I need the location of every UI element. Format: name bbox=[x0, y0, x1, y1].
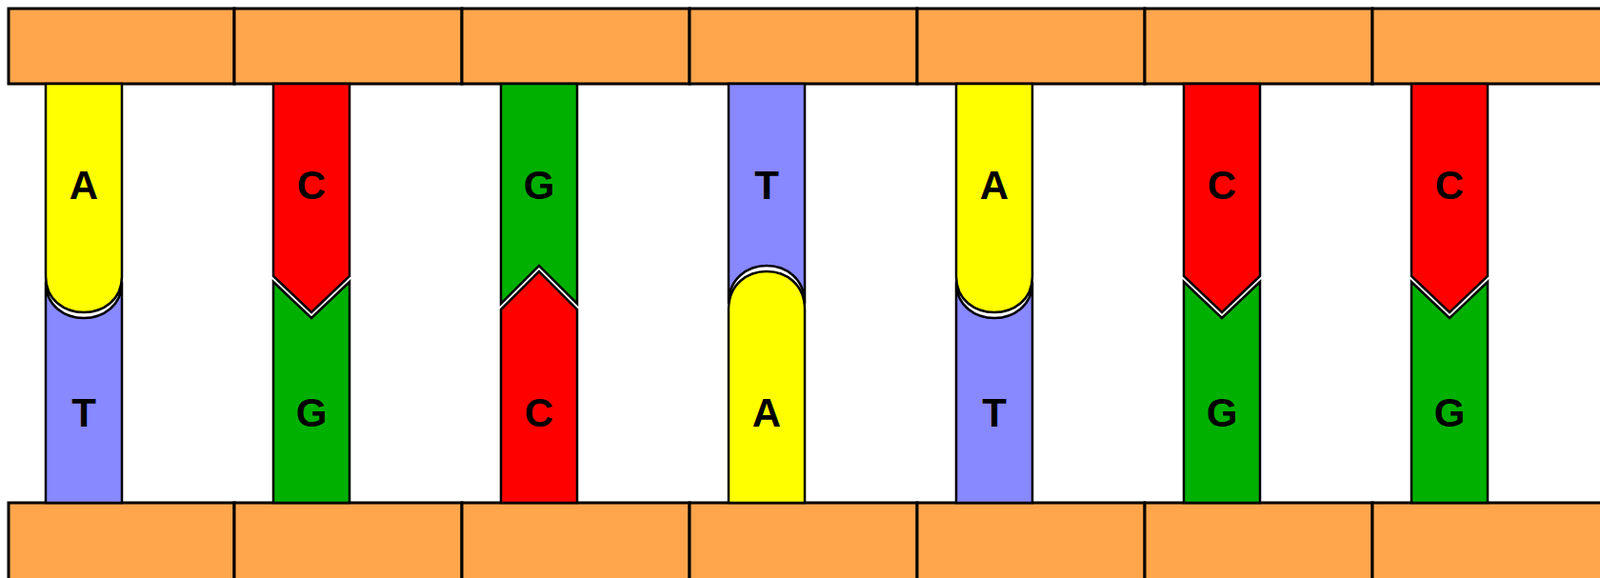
base-letter: G bbox=[1411, 391, 1488, 436]
nucleotide-base: A bbox=[45, 83, 122, 313]
base-shape bbox=[728, 271, 805, 503]
base-letter: C bbox=[273, 163, 350, 208]
base-outline bbox=[45, 281, 122, 503]
backbone-segment bbox=[689, 502, 918, 578]
base-letter: G bbox=[273, 391, 350, 436]
backbone-segment bbox=[234, 8, 462, 84]
base-outline bbox=[1411, 281, 1488, 503]
base-outline bbox=[956, 281, 1033, 503]
base-letter: T bbox=[956, 391, 1033, 436]
nucleotide-base: C bbox=[1183, 83, 1260, 313]
nucleotide-base: G bbox=[1411, 281, 1488, 503]
backbone-segment bbox=[1372, 8, 1600, 84]
base-letter: A bbox=[956, 163, 1033, 208]
nucleotide-base: G bbox=[273, 281, 350, 503]
base-outline bbox=[45, 83, 122, 313]
nucleotide-base: C bbox=[500, 271, 578, 503]
base-letter: C bbox=[500, 391, 578, 436]
nucleotide-base: A bbox=[728, 271, 805, 503]
nucleotide-base: A bbox=[956, 83, 1033, 313]
nucleotide-base: T bbox=[45, 281, 122, 503]
backbone-segment bbox=[1144, 502, 1373, 578]
backbone-segment bbox=[8, 502, 235, 578]
backbone-segment bbox=[917, 502, 1145, 578]
backbone-segment bbox=[461, 502, 690, 578]
base-outline bbox=[956, 83, 1033, 313]
backbone-segment bbox=[689, 8, 918, 84]
base-letter: G bbox=[1183, 391, 1260, 436]
backbone-segment bbox=[1144, 8, 1373, 84]
base-letter: G bbox=[500, 163, 578, 208]
base-outline bbox=[1411, 83, 1488, 313]
nucleotide-base: G bbox=[1183, 281, 1260, 503]
base-letter: A bbox=[45, 163, 122, 208]
base-outline bbox=[273, 281, 350, 503]
base-outline bbox=[728, 271, 805, 503]
nucleotide-base: C bbox=[1411, 83, 1488, 313]
backbone-segment bbox=[234, 502, 462, 578]
backbone-segment bbox=[8, 8, 235, 84]
base-outline bbox=[1183, 83, 1260, 313]
base-letter: C bbox=[1411, 163, 1488, 208]
backbone-segment bbox=[917, 8, 1145, 84]
base-shape bbox=[500, 271, 578, 503]
base-letter: A bbox=[728, 391, 805, 436]
backbone-segment bbox=[1372, 502, 1600, 578]
backbone-segment bbox=[461, 8, 690, 84]
nucleotide-base: T bbox=[956, 281, 1033, 503]
base-letter: T bbox=[728, 163, 805, 208]
base-outline bbox=[273, 83, 350, 313]
base-outline bbox=[500, 271, 578, 503]
base-outline bbox=[1183, 281, 1260, 503]
base-letter: T bbox=[45, 391, 122, 436]
nucleotide-base: C bbox=[273, 83, 350, 313]
base-letter: C bbox=[1183, 163, 1260, 208]
